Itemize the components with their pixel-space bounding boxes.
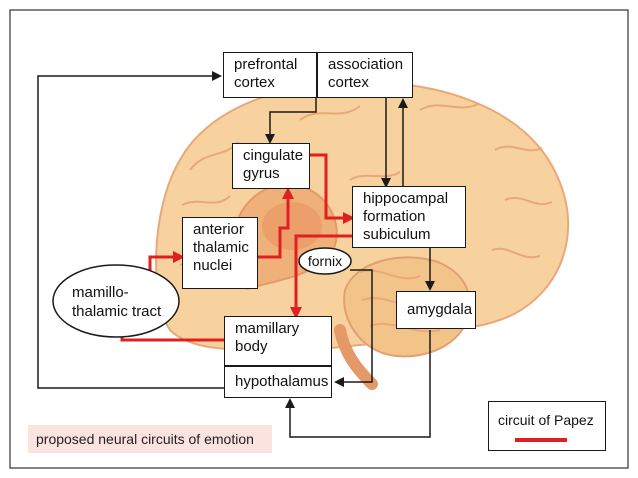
hippocampal-formation-node: hippocampal formation subiculum: [352, 186, 466, 248]
association-cortex-node: association cortex: [317, 52, 413, 98]
cingulate-gyrus-node: cingulate gyrus: [232, 143, 310, 189]
mamillothalamic-label-line2: thalamic tract: [72, 303, 162, 320]
line-hypothalamus-to-prefrontal: [37, 71, 224, 389]
line-fornix-to-hypothalamus: [334, 269, 373, 387]
mamillothalamic-label: mamillo- thalamic tract: [72, 284, 162, 320]
line-association-to-cingulate: [265, 98, 317, 144]
mamillothalamic-ellipse: [52, 264, 180, 338]
papez-tract-to-thalamus: [148, 251, 185, 274]
legend-red-line: [515, 438, 567, 442]
fornix-label: fornix: [308, 253, 342, 269]
caption: proposed neural circuits of emotion: [28, 425, 272, 453]
hypothalamus-node: hypothalamus: [224, 366, 332, 398]
legend-label: circuit of Papez: [498, 412, 594, 428]
anterior-thalamic-nuclei-node: anterior thalamic nuclei: [182, 217, 258, 289]
legend: circuit of Papez: [488, 401, 606, 451]
mamillothalamic-label-line1: mamillo-: [72, 284, 129, 301]
thalamus-shape: [262, 202, 322, 250]
fornix-ellipse: [298, 247, 352, 275]
papez-cingulate-to-hippocampal: [310, 153, 355, 224]
line-amygdala-to-hypothalamus: [285, 330, 431, 438]
papez-thalamus-to-cingulate: [258, 187, 294, 259]
connection-lines: [37, 71, 435, 438]
brainstem: [334, 324, 378, 390]
outer-frame: [9, 9, 629, 469]
amygdala-node: amygdala: [396, 291, 476, 329]
papez-hippocampal-to-mamillary: [290, 234, 352, 319]
mamillary-body-node: mamillary body: [224, 316, 332, 366]
prefrontal-cortex-node: prefrontal cortex: [223, 52, 317, 98]
